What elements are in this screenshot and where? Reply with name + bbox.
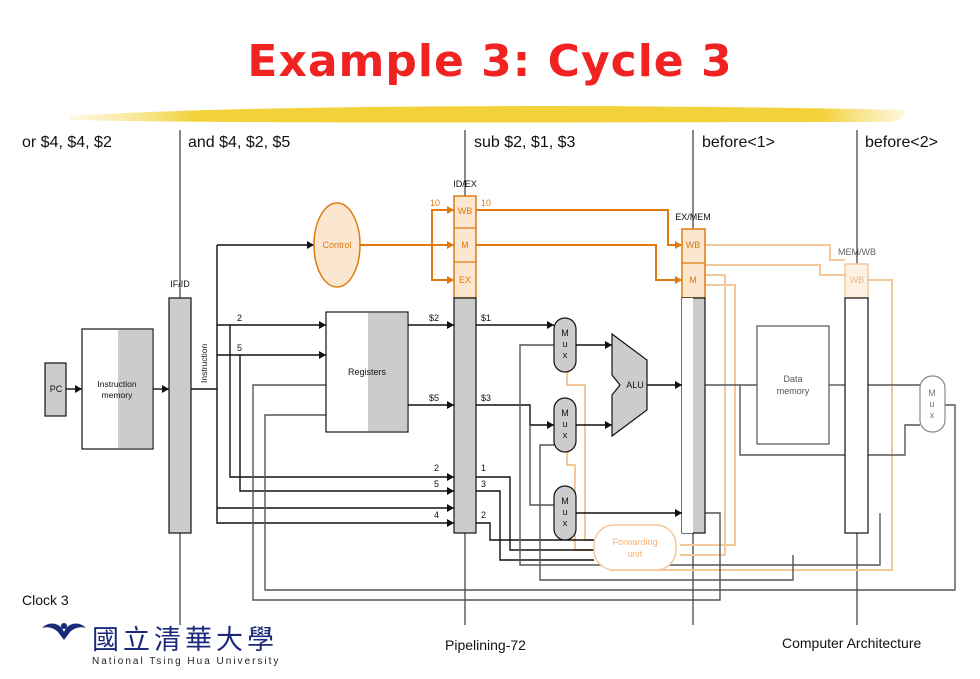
rs-value: 2: [237, 313, 242, 323]
memwb-wb-field: WB: [850, 275, 865, 285]
regdst-mux: [553, 485, 577, 541]
id-ex-register: [453, 297, 477, 534]
forwarding-label-1: Forwarding: [612, 537, 657, 547]
ex-mem-label: EX/MEM: [675, 212, 711, 222]
slide-title: Example 3: Cycle 3: [247, 36, 733, 87]
university-name-cn: 國立清華大學: [92, 625, 278, 656]
mux-c-m: M: [561, 496, 569, 506]
instruction-label: Instruction: [199, 344, 209, 383]
reg-out1-value: $2: [429, 313, 439, 323]
forwarding-label-2: unit: [628, 549, 643, 559]
dmem-label-1: Data: [783, 374, 802, 384]
mux-c-u: u: [562, 507, 567, 517]
ctrl-out-value: 10: [481, 198, 491, 208]
ctrl-in-value: 10: [430, 198, 440, 208]
stage-label-id: and $4, $2, $5: [188, 134, 291, 151]
f-rt-out-value: 3: [481, 479, 486, 489]
f-rs-out-value: 1: [481, 463, 486, 473]
writeback-mux: [919, 375, 946, 433]
mux-d-m: M: [928, 388, 936, 398]
pc-block: [44, 362, 67, 417]
alu-label: ALU: [626, 380, 644, 390]
f-rd-out-value: 2: [481, 510, 486, 520]
mux-a-x: x: [563, 350, 568, 360]
stage-label-ex: sub $2, $1, $3: [474, 134, 576, 151]
rt-value: 5: [237, 343, 242, 353]
stage-label-if: or $4, $4, $2: [22, 134, 112, 151]
university-name-en: National Tsing Hua University: [92, 656, 281, 667]
id-ex-label: ID/EX: [453, 179, 477, 189]
pc-label: PC: [50, 384, 63, 394]
mux-d-u: u: [929, 399, 934, 409]
mem-wb-register: [844, 297, 869, 534]
reg-out2-value: $5: [429, 393, 439, 403]
clock-label: Clock 3: [22, 592, 69, 608]
mux-c-x: x: [563, 518, 568, 528]
if-id-label: IF/ID: [170, 279, 190, 289]
exmem-m-field: M: [689, 275, 697, 285]
mem-wb-label: MEM/WB: [838, 247, 876, 257]
mux-a-u: u: [562, 339, 567, 349]
exmem-wb-field: WB: [686, 240, 701, 250]
alu-in1-value: $1: [481, 313, 491, 323]
alu-mux-b: [553, 397, 577, 453]
registers-label: Registers: [348, 367, 387, 377]
mux-d-x: x: [930, 410, 935, 420]
idex-wb-field: WB: [458, 206, 473, 216]
forwarding-unit: [593, 524, 677, 571]
stage-label-mem: before<1>: [702, 134, 775, 151]
alu-in2-value: $3: [481, 393, 491, 403]
f-rs-in-value: 2: [434, 463, 439, 473]
mux-a-m: M: [561, 328, 569, 338]
idex-ex-field: EX: [459, 275, 471, 285]
imem-label-1: Instruction: [97, 379, 136, 389]
university-logo-icon: [42, 623, 86, 640]
idex-m-field: M: [461, 240, 469, 250]
f-rd-in-value: 4: [434, 510, 439, 520]
imem-label-2: memory: [102, 390, 133, 400]
stage-label-wb: before<2>: [865, 134, 938, 151]
f-rt-in-value: 5: [434, 479, 439, 489]
data-memory: [756, 325, 830, 445]
mux-b-u: u: [562, 419, 567, 429]
control-label: Control: [322, 240, 351, 250]
if-id-register: [168, 297, 192, 534]
alu: [611, 332, 648, 438]
dmem-label-2: memory: [777, 386, 810, 396]
alu-mux-a: [553, 317, 577, 373]
mux-b-x: x: [563, 430, 568, 440]
control-unit: [313, 202, 361, 288]
mux-b-m: M: [561, 408, 569, 418]
page-number: Pipelining-72: [445, 637, 526, 653]
course-name: Computer Architecture: [782, 635, 922, 651]
